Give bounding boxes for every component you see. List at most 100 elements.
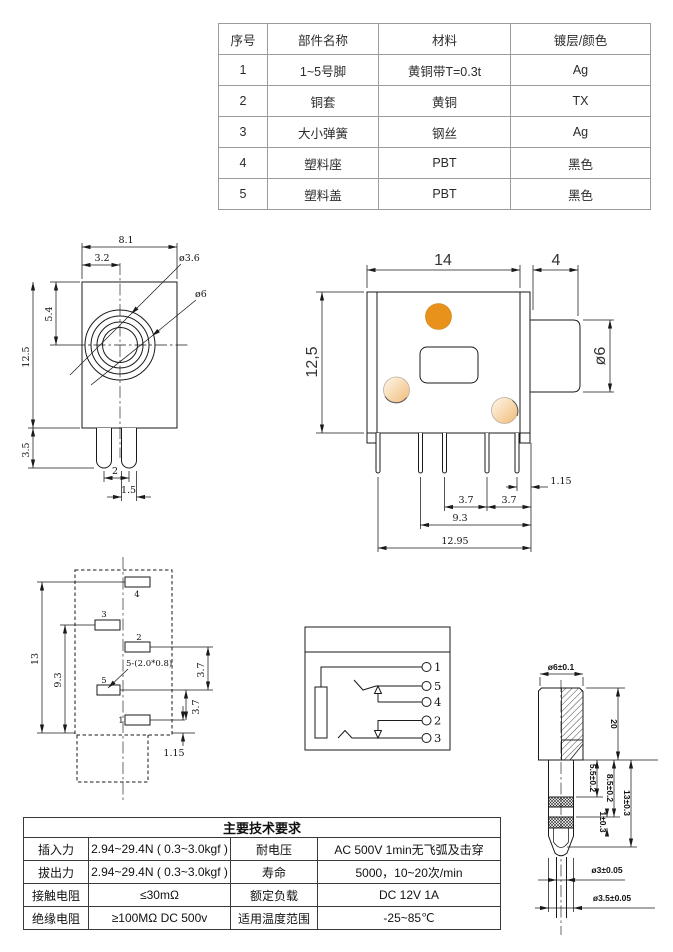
body-window — [419, 346, 479, 384]
pad-5 — [96, 684, 121, 696]
switch-contact-upper — [353, 679, 422, 691]
cell-material: 黄铜 — [378, 85, 511, 117]
parts-table: 序号 部件名称 材料 镀层/颜色 1 1~5号脚 黄铜带T=0.3t Ag 2 … — [218, 23, 651, 210]
dim-bushing-dia: ø6 — [592, 347, 609, 366]
tech-value: -25~85℃ — [316, 906, 502, 930]
tech-label: 适用温度范围 — [230, 906, 318, 930]
dim-hole-offset: 3.2 — [94, 253, 109, 264]
sleeve-symbol — [314, 686, 328, 739]
tech-label: 耐电压 — [230, 837, 318, 861]
parts-row-5: 5 塑料盖 PBT 黑色 — [218, 178, 651, 210]
cell-part: 铜套 — [267, 85, 379, 117]
dim-l2: 8.5±0.2 — [605, 774, 615, 803]
cell-plating: 黑色 — [510, 147, 651, 179]
cell-material: PBT — [378, 178, 511, 210]
dim-pin5-offset: 1.15 — [550, 476, 571, 487]
tech-requirements-table: 主要技术要求 插入力 2.94~29.4N ( 0.3~3.0kgf ) 耐电压… — [22, 817, 502, 930]
terminal-label-4: 4 — [434, 695, 441, 709]
parts-row-2: 2 铜套 黄铜 TX — [218, 85, 651, 117]
tech-row-1: 插入力 2.94~29.4N ( 0.3~3.0kgf ) 耐电压 AC 500… — [23, 837, 502, 861]
side-pin-1 — [375, 433, 381, 474]
tech-row-2: 拔出力 2.94~29.4N ( 0.3~3.0kgf ) 寿命 5000，10… — [23, 860, 502, 884]
terminal-2 — [421, 715, 432, 726]
pad-size-note: 5-(2.0*0.8) — [126, 658, 172, 669]
schematic: 1 5 4 2 3 — [304, 626, 451, 751]
cell-index: 3 — [218, 116, 268, 148]
dim-l4: 1±0.3 — [598, 811, 608, 832]
side-pin-4 — [484, 433, 490, 474]
dim-hole-dia: ø3.6 — [179, 253, 200, 264]
tech-row-4: 绝缘电阻 ≥100MΩ DC 500v 适用温度范围 -25~85℃ — [23, 906, 502, 930]
plug-tip — [548, 827, 574, 857]
front-view-body — [73, 263, 190, 469]
tech-row-3: 接触电阻 ≤30mΩ 额定负载 DC 12V 1A — [23, 883, 502, 907]
cell-part: 大小弹簧 — [267, 116, 379, 148]
dim-side-height: 12,5 — [304, 346, 321, 377]
dim-span-inner: 9.3 — [452, 513, 467, 524]
dim-l3: 13±0.3 — [622, 790, 632, 816]
dim-tip-dia: ø3±0.05 — [591, 865, 622, 875]
dim-pin-width: 1.5 — [121, 485, 136, 496]
cell-part: 1~5号脚 — [267, 54, 379, 86]
pad-label-2: 2 — [136, 633, 141, 643]
terminal-label-1: 1 — [434, 660, 441, 674]
parts-row-3: 3 大小弹簧 钢丝 Ag — [218, 116, 651, 148]
terminal-3 — [421, 733, 432, 743]
pad-label-1: 1 — [118, 716, 123, 726]
insulator-band-1 — [548, 796, 574, 808]
front-pin-right — [121, 428, 137, 469]
cell-index: 2 — [218, 85, 268, 117]
tech-label: 额定负载 — [230, 883, 318, 907]
bottom-view-outline: 4 3 2 5 1 5-(2.0*0.8) — [37, 557, 213, 803]
dim-fp-offset: 1.15 — [163, 748, 184, 759]
cell-index: 4 — [218, 147, 268, 179]
bottom-view: 4 3 2 5 1 5-(2.0*0.8) 13 9.3 3.7 3.7 1.1… — [30, 557, 213, 803]
plug-body — [538, 680, 584, 935]
col-header-index: 序号 — [218, 23, 268, 55]
plug-dimensions: ø6±0.1 20 5.5±0.2 8.5±0.2 13±0.3 1±0.3 ø… — [535, 662, 658, 912]
side-view-dimensions: 14 4 12,5 ø6 1.15 3.7 3.7 9.3 12.95 — [304, 252, 614, 552]
dim-fp-pitch-b: 3.7 — [191, 699, 202, 714]
col-header-part: 部件名称 — [267, 23, 379, 55]
tech-value: ≤30mΩ — [88, 883, 231, 907]
insulator-band-2 — [548, 816, 574, 829]
tech-value: ≥100MΩ DC 500v — [88, 906, 231, 930]
dim-pitch-a: 3.7 — [458, 495, 473, 506]
pad-label-5: 5 — [101, 676, 106, 686]
dim-pin-pitch: 2 — [112, 466, 118, 477]
dim-fp-pitch-a: 3.7 — [196, 662, 207, 677]
cell-index: 1 — [218, 54, 268, 86]
dim-sleeve-len: 20 — [609, 719, 619, 729]
front-pin-left — [96, 428, 112, 469]
cell-plating: Ag — [510, 54, 651, 86]
cell-plating: 黑色 — [510, 178, 651, 210]
section-hatch-lower — [561, 739, 584, 761]
dim-fp-height: 13 — [30, 653, 41, 665]
dim-top-width: 8.1 — [118, 235, 133, 246]
dim-pitch-b: 3.7 — [501, 495, 516, 506]
pad-3 — [94, 619, 121, 631]
dim-pin-length: 3.5 — [21, 442, 32, 457]
cell-material: PBT — [378, 147, 511, 179]
parts-row-4: 4 塑料座 PBT 黑色 — [218, 147, 651, 179]
terminal-1 — [421, 662, 432, 672]
tech-label: 接触电阻 — [23, 883, 89, 907]
col-header-material: 材料 — [378, 23, 511, 55]
side-view: 14 4 12,5 ø6 1.15 3.7 3.7 9.3 12.95 — [304, 252, 614, 552]
cell-part: 塑料座 — [267, 147, 379, 179]
side-pin-3 — [442, 433, 447, 474]
parts-header-row: 序号 部件名称 材料 镀层/颜色 — [218, 23, 651, 55]
dim-l1: 5.5±0.2 — [588, 764, 598, 793]
dim-span-outer: 12.95 — [441, 536, 468, 547]
tech-label: 插入力 — [23, 837, 89, 861]
pad-label-4: 4 — [134, 590, 139, 600]
cell-material: 钢丝 — [378, 116, 511, 148]
dim-body-width: 14 — [434, 252, 452, 269]
cell-plating: Ag — [510, 116, 651, 148]
bottom-view-dimensions: 13 9.3 3.7 3.7 1.15 — [30, 582, 211, 759]
col-header-plating: 镀层/颜色 — [510, 23, 651, 55]
tech-title-row: 主要技术要求 — [22, 817, 502, 838]
pad-label-3: 3 — [101, 610, 106, 620]
cell-plating: TX — [510, 85, 651, 117]
